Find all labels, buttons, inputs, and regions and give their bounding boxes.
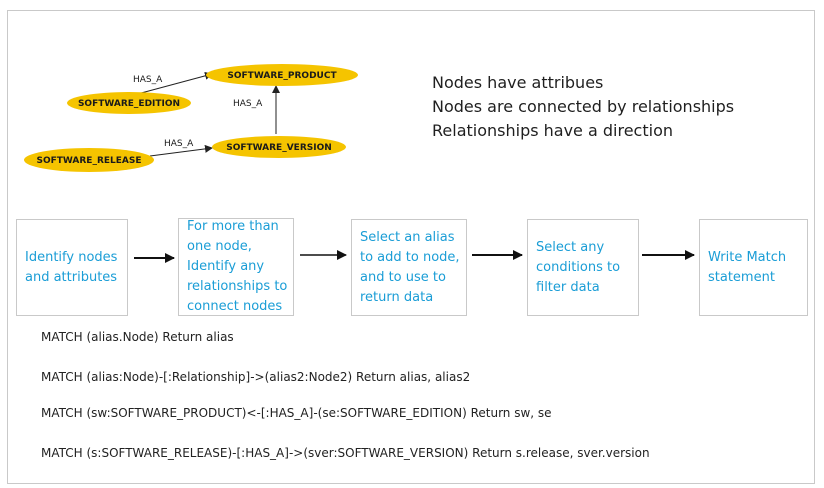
step-label: Write Match statement [708, 249, 787, 285]
query-line: MATCH (s:SOFTWARE_RELEASE)-[:HAS_A]->(sv… [41, 446, 650, 460]
edge-label-version-product: HAS_A [233, 99, 263, 109]
step-label: Select any conditions to filter data [536, 239, 621, 295]
edge-label-release-version: HAS_A [164, 139, 194, 149]
step-identify-nodes: Identify nodes and attributes [16, 219, 128, 316]
node-software-product [206, 64, 358, 86]
node-software-release [24, 148, 154, 172]
note-item: Relationships have a direction [432, 121, 673, 140]
node-label-software-release: SOFTWARE_RELEASE [36, 156, 141, 166]
note-item: Nodes are connected by relationships [432, 97, 735, 116]
step-select-conditions: Select any conditions to filter data [527, 219, 639, 316]
step-identify-relationships: For more than one node, Identify any rel… [178, 218, 294, 316]
node-software-version [212, 136, 346, 158]
notes-list: Nodes have attribues Nodes are connected… [432, 71, 734, 143]
step-write-match: Write Match statement [699, 219, 808, 316]
query-line: MATCH (alias.Node) Return alias [41, 330, 234, 344]
step-label: Identify nodes and attributes [25, 249, 118, 285]
node-label-software-edition: SOFTWARE_EDITION [78, 99, 180, 109]
node-software-edition [67, 92, 191, 114]
step-label: For more than one node, Identify any rel… [187, 219, 288, 314]
node-label-software-version: SOFTWARE_VERSION [226, 143, 332, 153]
step-select-alias: Select an alias to add to node, and to u… [351, 219, 467, 316]
note-item: Nodes have attribues [432, 73, 604, 92]
query-line: MATCH (alias:Node)-[:Relationship]->(ali… [41, 370, 471, 384]
node-label-software-product: SOFTWARE_PRODUCT [227, 71, 337, 81]
step-label: Select an alias to add to node, and to u… [360, 229, 460, 305]
query-line: MATCH (sw:SOFTWARE_PRODUCT)<-[:HAS_A]-(s… [41, 406, 552, 420]
edge-label-edition-product: HAS_A [133, 75, 163, 85]
edge-release-to-version [149, 144, 213, 157]
